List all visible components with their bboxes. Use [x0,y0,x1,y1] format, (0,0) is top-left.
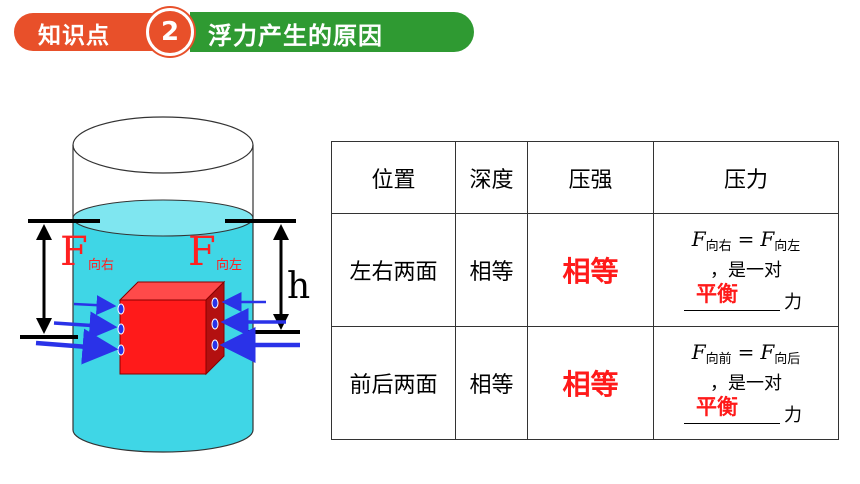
force-left-symbol: F [60,229,88,275]
header-depth: 深度 [455,141,528,214]
row-pressure: 相等 [562,368,619,401]
right-pressure-arrows [219,292,300,363]
blank-answer: 平衡 [696,394,738,419]
blank-answer: 平衡 [696,281,738,306]
force-right-symbol: F [188,229,216,275]
answer-blank: 平衡 力 [654,395,838,427]
section-number: 2 [160,17,180,47]
force-equation: F向前=F向后 [654,340,838,367]
section-label: 知识点 [38,23,110,49]
force-right-subscript: 向左 [216,258,243,273]
pressure-points [117,297,219,356]
row-pressure-cell: 相等 [527,213,654,327]
depth-arrow-left [36,224,52,334]
row-position: 前后两面 [331,326,456,440]
force-a-subscript: 向右 [705,238,732,254]
header-force: 压力 [653,141,839,214]
table-row: 前后两面 相等 相等 F向前=F向后 ，是一对 平衡 力 [331,326,839,440]
header-pressure: 压强 [527,141,654,214]
force-b-subscript: 向左 [774,238,801,254]
force-a-symbol: F [691,226,706,251]
force-word: 力 [784,291,802,313]
force-left-subscript: 向右 [88,258,115,273]
cylinder-container [72,116,254,453]
force-b-symbol: F [760,226,775,251]
answer-blank: 平衡 力 [654,282,838,314]
row-pressure: 相等 [562,255,619,288]
title-banner [190,12,474,52]
row-pressure-cell: 相等 [527,326,654,440]
row-depth: 相等 [455,326,528,440]
comparison-table: 位置 深度 压强 压力 左右两面 相等 相等 F向右=F向左 ，是一对 平衡 力… [331,141,839,440]
equals-sign: = [737,339,755,364]
row-force-cell: F向前=F向后 ，是一对 平衡 力 [653,326,839,440]
left-pressure-arrows [35,295,119,365]
buoyancy-diagram [20,116,300,453]
force-b-symbol: F [760,339,775,364]
row-force-cell: F向右=F向左 ，是一对 平衡 力 [653,213,839,327]
header-position: 位置 [331,141,456,214]
table-header-row: 位置 深度 压强 压力 [331,141,839,214]
force-word: 力 [784,404,802,426]
force-equation: F向右=F向左 [654,227,838,254]
force-b-subscript: 向后 [774,351,801,367]
section-number-badge [146,8,194,56]
page-title: 浮力产生的原因 [208,22,383,50]
table-row: 左右两面 相等 相等 F向右=F向左 ，是一对 平衡 力 [331,213,839,327]
blank-underline [684,403,780,424]
pair-text: ，是一对 [710,259,782,281]
row-depth: 相等 [455,213,528,327]
force-a-subscript: 向前 [705,351,732,367]
depth-label: h [287,266,311,307]
row-position: 左右两面 [331,213,456,327]
force-a-symbol: F [691,339,706,364]
blank-underline [684,290,780,311]
equals-sign: = [737,226,755,251]
pair-text: ，是一对 [710,372,782,394]
red-cube [118,280,226,376]
